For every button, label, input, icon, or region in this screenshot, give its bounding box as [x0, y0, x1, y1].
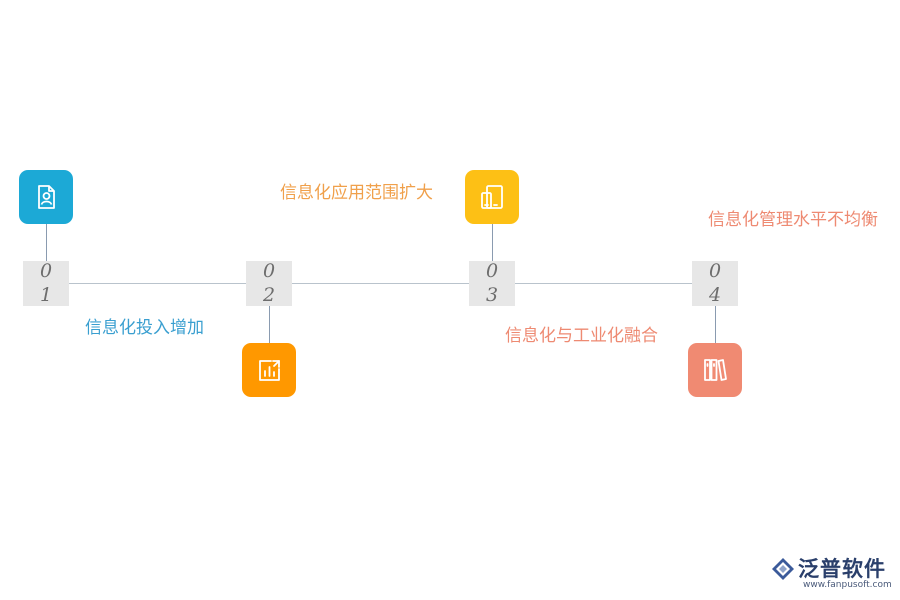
- step-3-icon-tile: [465, 170, 519, 224]
- step-number-1-digit-b: 1: [39, 284, 53, 306]
- step-4-icon-tile: [688, 343, 742, 397]
- step-number-4-digit-b: 4: [708, 284, 722, 306]
- step-1-connector: [46, 223, 47, 261]
- step-number-2-digit-b: 2: [262, 284, 276, 306]
- step-1-icon-tile: [19, 170, 73, 224]
- step-number-4-digit-a: 0: [708, 260, 722, 282]
- bar-chart-arrow-icon: [259, 360, 280, 381]
- step-number-4: 0 4: [692, 261, 738, 306]
- step-number-3-digit-b: 3: [485, 284, 499, 306]
- step-2-connector: [269, 306, 270, 344]
- step-2-icon-tile: [242, 343, 296, 397]
- fanpu-logo-icon: [772, 558, 794, 580]
- step-number-2: 0 2: [246, 261, 292, 306]
- step-4-connector: [715, 306, 716, 344]
- step-number-3-digit-a: 0: [485, 260, 499, 282]
- logo-url: www.fanpusoft.com: [803, 580, 892, 590]
- step-number-2-digit-a: 0: [262, 260, 276, 282]
- step-number-3: 0 3: [469, 261, 515, 306]
- timeline-axis: [45, 283, 715, 284]
- step-4-label: 信息化管理水平不均衡: [708, 210, 878, 230]
- step-2-label: 信息化应用范围扩大: [280, 183, 433, 203]
- book-binders-icon: [704, 359, 727, 381]
- step-3-label: 信息化与工业化融合: [505, 326, 658, 346]
- step-3-connector: [492, 223, 493, 261]
- step-1-label: 信息化投入增加: [85, 318, 204, 338]
- step-number-1-digit-a: 0: [39, 260, 53, 282]
- step-number-1: 0 1: [23, 261, 69, 306]
- fanpu-logo: 泛普软件 www.fanpusoft.com: [770, 553, 895, 593]
- devices-icon: [481, 185, 503, 209]
- logo-name: 泛普软件: [798, 557, 886, 581]
- person-document-icon: [38, 185, 55, 209]
